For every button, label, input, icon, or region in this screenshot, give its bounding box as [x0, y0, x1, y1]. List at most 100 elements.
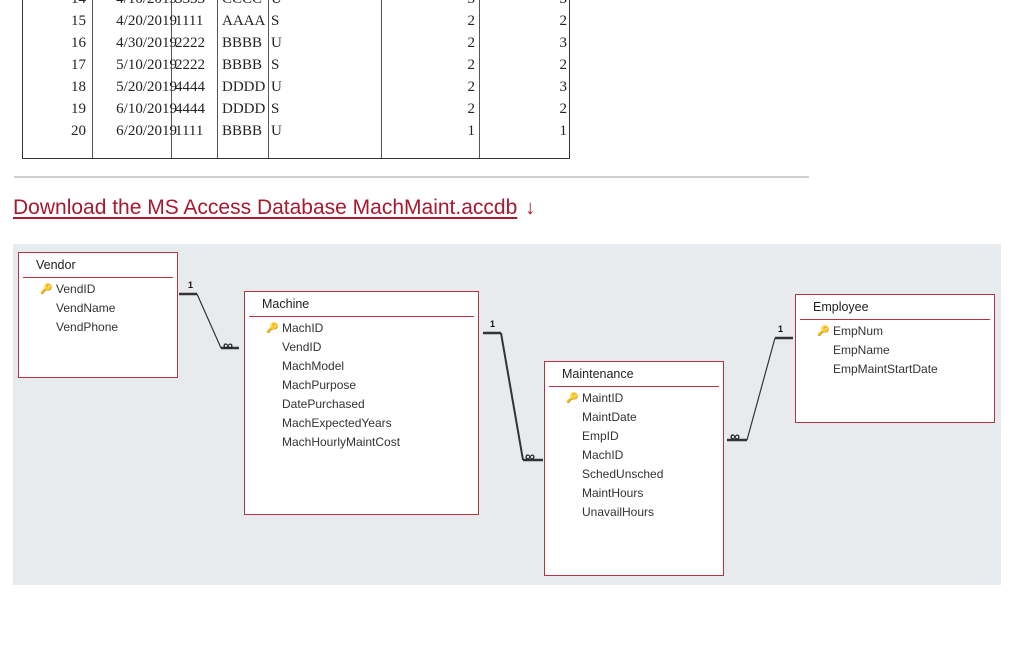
table-row: 16 4/30/2019 2222 BBBB U 2 3: [23, 32, 569, 54]
cell-maint-hours: 2: [467, 35, 476, 51]
field-vendid[interactable]: 🔑VendID: [19, 280, 177, 299]
field-label: MachID: [582, 448, 624, 462]
table-maintenance[interactable]: Maintenance 🔑MaintID MaintDate EmpID Mac…: [544, 361, 724, 576]
cell-date: 4/30/2019: [116, 35, 177, 51]
table-title: Maintenance: [549, 362, 719, 387]
cardinality-many-label: ∞: [223, 337, 233, 353]
field-machid[interactable]: MachID: [545, 446, 723, 465]
cell-unavail-hours: 1: [559, 123, 568, 139]
cardinality-one-label: 1: [490, 319, 496, 329]
field-label: EmpNum: [833, 324, 884, 338]
cell-mach: CCCC: [220, 0, 270, 10]
cardinality-many-label: ∞: [525, 448, 535, 464]
field-empnum[interactable]: 🔑EmpNum: [796, 322, 994, 341]
cell-sched: U: [271, 123, 282, 139]
cardinality-many-label: ∞: [730, 428, 740, 444]
cell-unavail-hours: 2: [559, 101, 568, 117]
field-datepurchased[interactable]: DatePurchased: [245, 395, 478, 414]
field-label: DatePurchased: [282, 397, 365, 411]
cell-emp: 4444: [175, 101, 205, 117]
column-divider: [479, 0, 480, 158]
cell-emp: 2222: [175, 35, 205, 51]
column-divider: [217, 0, 218, 158]
field-label: EmpMaintStartDate: [833, 362, 938, 376]
cell-mach: AAAA: [222, 13, 266, 29]
table-title: Employee: [800, 295, 990, 320]
column-divider: [268, 0, 269, 158]
cell-id: 19: [71, 101, 86, 117]
cell-id: 18: [71, 79, 86, 95]
column-divider: [381, 0, 382, 158]
cell-unavail-hours: 2: [559, 13, 568, 29]
field-vendphone[interactable]: VendPhone: [19, 318, 177, 337]
relationship-line: [746, 337, 776, 441]
field-label: SchedUnsched: [582, 467, 664, 481]
cell-date: 5/10/2019: [116, 57, 177, 73]
field-empmaintstartdate[interactable]: EmpMaintStartDate: [796, 360, 994, 379]
cell-mach: BBBB: [222, 123, 263, 139]
field-empid[interactable]: EmpID: [545, 427, 723, 446]
field-label: VendName: [56, 301, 116, 315]
field-maintdate[interactable]: MaintDate: [545, 408, 723, 427]
relationship-line: [500, 332, 524, 461]
cell-emp: 2222: [175, 57, 205, 73]
cell-date: 5/20/2019: [116, 79, 177, 95]
cell-id: 15: [71, 13, 86, 29]
data-sheet-fragment: 14 4/10/2019 3333 CCCC U 3 3 15 4/20/201…: [22, 0, 570, 159]
cell-mach: DDDD: [222, 79, 266, 95]
field-label: VendID: [282, 340, 322, 354]
table-row: 15 4/20/2019 1111 AAAA S 2 2: [23, 10, 569, 32]
cell-sched: U: [271, 79, 282, 95]
field-vendname[interactable]: VendName: [19, 299, 177, 318]
cell-date: 4/10/2019: [93, 0, 177, 10]
cell-maint-hours: 2: [467, 13, 476, 29]
table-title: Machine: [249, 292, 474, 317]
table-machine[interactable]: Machine 🔑MachID VendID MachModel MachPur…: [244, 291, 479, 515]
download-arrow-icon: ↓: [525, 197, 536, 219]
cardinality-one-label: 1: [778, 324, 784, 334]
key-icon: 🔑: [40, 284, 53, 295]
cell-maint-hours: 2: [467, 101, 476, 117]
cell-sched: S: [271, 13, 280, 29]
field-machhourlymaintcost[interactable]: MachHourlyMaintCost: [245, 433, 478, 452]
table-row: 19 6/10/2019 4444 DDDD S 2 2: [23, 98, 569, 120]
table-row: 20 6/20/2019 1111 BBBB U 1 1: [23, 120, 569, 142]
table-vendor[interactable]: Vendor 🔑VendID VendName VendPhone: [18, 252, 178, 378]
field-empname[interactable]: EmpName: [796, 341, 994, 360]
cell-sched: U: [269, 0, 301, 10]
cell-maint-hours: 1: [467, 123, 476, 139]
field-machmodel[interactable]: MachModel: [245, 357, 478, 376]
cell-mach: BBBB: [222, 57, 263, 73]
field-machid[interactable]: 🔑MachID: [245, 319, 478, 338]
download-database-link[interactable]: Download the MS Access Database MachMain…: [13, 196, 535, 220]
table-row: 14 4/10/2019 3333 CCCC U 3 3: [23, 0, 569, 10]
table-employee[interactable]: Employee 🔑EmpNum EmpName EmpMaintStartDa…: [795, 294, 995, 423]
cell-emp: 1111: [175, 13, 204, 29]
field-machpurpose[interactable]: MachPurpose: [245, 376, 478, 395]
cell-maint-hours: 2: [467, 57, 476, 73]
field-maintid[interactable]: 🔑MaintID: [545, 389, 723, 408]
field-label: VendID: [56, 282, 96, 296]
field-label: MachExpectedYears: [282, 416, 392, 430]
cell-mach: BBBB: [222, 35, 263, 51]
relationship-lines: [179, 292, 793, 462]
field-machexpectedyears[interactable]: MachExpectedYears: [245, 414, 478, 433]
cell-unavail-hours: 3: [559, 35, 568, 51]
field-label: MachID: [282, 321, 324, 335]
cell-maint-hours: 2: [467, 79, 476, 95]
cell-emp: 1111: [175, 123, 204, 139]
field-label: MaintDate: [582, 410, 637, 424]
cardinality-one-label: 1: [188, 280, 194, 290]
field-vendid[interactable]: VendID: [245, 338, 478, 357]
field-label: EmpName: [833, 343, 890, 357]
cell-emp: 3333: [173, 0, 221, 10]
field-unavailhours[interactable]: UnavailHours: [545, 503, 723, 522]
cell-id: 20: [71, 123, 86, 139]
cell-date: 6/10/2019: [116, 101, 177, 117]
cell-id: 14: [23, 0, 86, 10]
field-mainthours[interactable]: MaintHours: [545, 484, 723, 503]
table-row: 17 5/10/2019 2222 BBBB S 2 2: [23, 54, 569, 76]
cell-maint-hours: 3: [383, 0, 476, 10]
table-title: Vendor: [23, 253, 173, 278]
field-schedunsched[interactable]: SchedUnsched: [545, 465, 723, 484]
